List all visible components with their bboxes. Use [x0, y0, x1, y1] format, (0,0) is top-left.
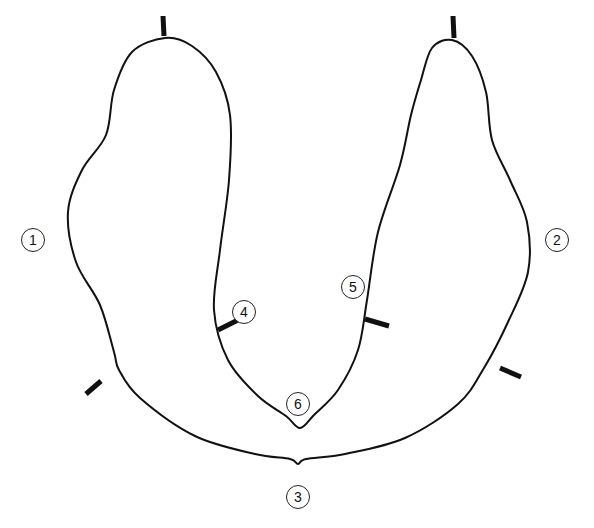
- callout-number: 6: [286, 392, 310, 416]
- callout-number: 5: [341, 275, 365, 299]
- tick-mark: [365, 319, 389, 326]
- tick-marks: [86, 16, 521, 394]
- tick-mark: [86, 381, 101, 394]
- tick-mark: [500, 368, 521, 377]
- tick-mark: [453, 16, 454, 38]
- callout-number: 2: [545, 228, 569, 252]
- callout-number: 3: [286, 485, 310, 509]
- callout-number: 4: [232, 300, 256, 324]
- callout-number: 1: [21, 228, 45, 252]
- outline-path: [68, 38, 530, 464]
- tick-mark: [163, 16, 164, 36]
